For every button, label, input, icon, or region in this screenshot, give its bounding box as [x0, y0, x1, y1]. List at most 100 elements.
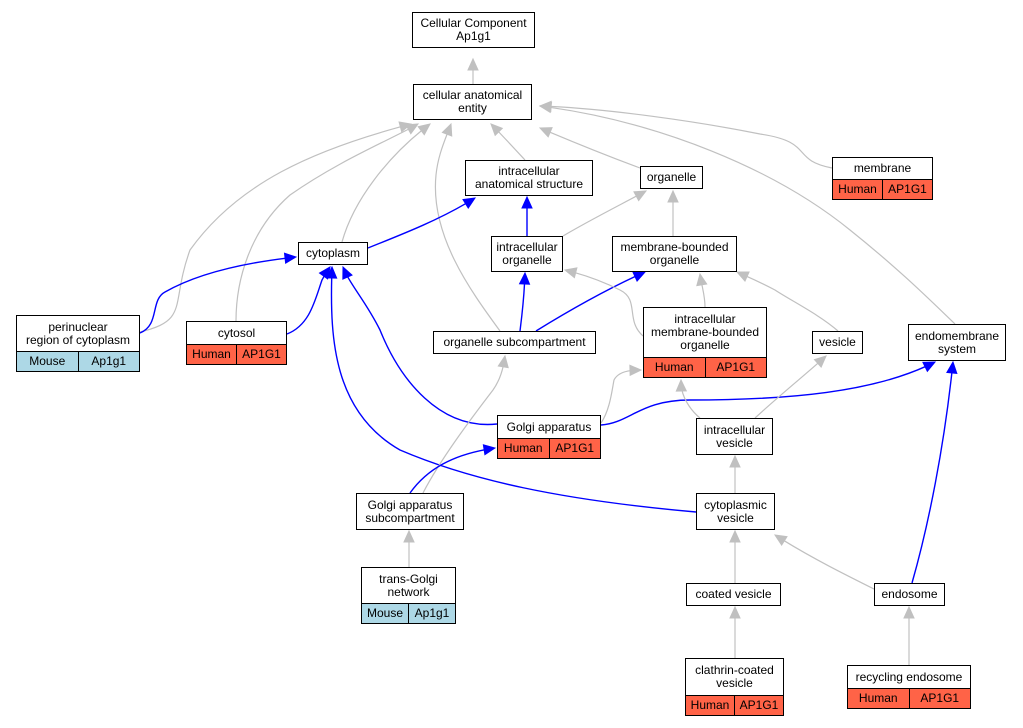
term-node-cae[interactable]: cellular anatomical entity	[413, 84, 532, 120]
edge-line	[235, 123, 419, 322]
edge-organelle-to-cae	[538, 127, 641, 169]
edge-mbo-to-organelle	[667, 189, 679, 236]
edge-line	[535, 271, 646, 332]
term-label: clathrin-coated vesicle	[695, 663, 774, 690]
species-badge: Mouse	[29, 354, 66, 368]
species-badge: Human	[192, 347, 231, 361]
edge-line	[409, 447, 496, 494]
term-node-cv[interactable]: cytoplasmic vesicle	[696, 493, 775, 530]
arrowhead-icon	[342, 265, 353, 280]
arrowhead-icon	[632, 271, 647, 283]
edge-line	[600, 369, 642, 424]
edge-recycling-to-endosome	[903, 605, 915, 665]
term-node-cc_root[interactable]: Cellular Component Ap1g1	[412, 12, 535, 48]
edge-line	[911, 361, 954, 584]
term-label: intracellular organelle	[496, 240, 558, 267]
term-node-vesicle[interactable]: vesicle	[812, 331, 863, 354]
term-node-iv[interactable]: intracellular vesicle	[696, 418, 773, 455]
term-node-cytoplasm[interactable]: cytoplasm	[298, 242, 368, 265]
annotation-row: Human AP1G1	[187, 344, 286, 364]
edge-line	[539, 105, 833, 169]
annotation-row: Mouse Ap1g1	[362, 603, 455, 623]
term-node-io[interactable]: intracellular organelle	[491, 236, 563, 272]
arrowhead-icon	[325, 265, 338, 279]
gene-badge: AP1G1	[548, 439, 601, 458]
edge-line	[600, 361, 936, 426]
edge-imbo-to-io	[563, 267, 644, 337]
edge-cytosol-to-cae	[235, 123, 420, 322]
arrowhead-icon	[441, 122, 453, 137]
edge-cytosol-to-cytoplasm	[286, 266, 331, 335]
term-node-ias[interactable]: intracellular anatomical structure	[465, 160, 593, 196]
edge-iv-to-imbo	[675, 378, 701, 419]
term-node-endomembrane[interactable]: endomembrane system	[908, 324, 1006, 361]
arrowhead-icon	[729, 454, 741, 468]
edge-line	[562, 190, 647, 237]
gene-badge: AP1G1	[882, 180, 932, 199]
term-label: cellular anatomical entity	[422, 88, 523, 115]
arrowhead-icon	[563, 267, 578, 279]
edge-imbo-to-mbo	[696, 272, 708, 308]
edge-ias-to-cae	[490, 123, 526, 161]
gene-badge: AP1G1	[236, 345, 286, 364]
arrowhead-icon	[518, 271, 531, 285]
term-label: vesicle	[819, 335, 856, 349]
arrowhead-icon	[482, 444, 497, 456]
edge-gasc-to-golgi	[409, 444, 497, 494]
edge-line	[490, 123, 526, 161]
arrowhead-icon	[813, 355, 827, 368]
arrowhead-icon	[633, 190, 648, 202]
arrowhead-icon	[903, 605, 915, 619]
arrowhead-icon	[403, 529, 415, 543]
arrowhead-icon	[773, 534, 788, 547]
term-node-organelle[interactable]: organelle	[640, 166, 703, 189]
edge-iv-to-vesicle	[754, 355, 827, 419]
edge-cytoplasm-to-ias	[367, 197, 477, 249]
gene-badge: Ap1g1	[408, 604, 455, 623]
term-node-gasc[interactable]: Golgi apparatus subcompartment	[356, 493, 464, 530]
edge-line	[330, 266, 697, 513]
arrowhead-icon	[667, 189, 679, 203]
arrowhead-icon	[946, 360, 958, 375]
term-label: organelle	[646, 170, 697, 184]
edge-perinuclear-to-cytoplasm	[139, 252, 298, 334]
edge-golgi-to-cytoplasm	[342, 265, 498, 426]
term-label: perinuclear region of cytoplasm	[25, 319, 131, 347]
edge-endosome-to-cv	[773, 534, 877, 591]
term-label: intracellular membrane-bounded organelle	[650, 312, 760, 352]
term-node-imbo[interactable]: intracellular membrane-bounded organelle…	[643, 307, 767, 378]
species-badge: Mouse	[366, 606, 404, 620]
term-label: intracellular anatomical structure	[474, 164, 584, 191]
arrowhead-icon	[283, 252, 298, 265]
edge-line	[774, 534, 877, 591]
gene-badge: AP1G1	[734, 696, 783, 715]
term-node-mbo[interactable]: membrane-bounded organelle	[612, 236, 737, 272]
term-node-osc[interactable]: organelle subcompartment	[433, 331, 596, 354]
edge-line	[342, 266, 498, 426]
edge-line	[286, 266, 331, 335]
term-node-endosome[interactable]: endosome	[874, 583, 945, 606]
arrowhead-icon	[538, 101, 553, 114]
arrowhead-icon	[417, 123, 431, 136]
edge-cae-to-cc_root	[467, 57, 479, 84]
edge-osc-to-cae	[434, 122, 501, 332]
term-label: intracellular vesicle	[703, 422, 766, 450]
term-node-coated[interactable]: coated vesicle	[686, 583, 781, 606]
arrowhead-icon	[729, 529, 741, 543]
edge-io-to-organelle	[562, 190, 648, 237]
edge-osc-to-mbo	[535, 271, 647, 332]
edge-tgn-to-gasc	[403, 529, 415, 567]
edge-cytoplasm-to-cae	[341, 123, 431, 243]
edge-cv-to-iv	[729, 454, 741, 493]
